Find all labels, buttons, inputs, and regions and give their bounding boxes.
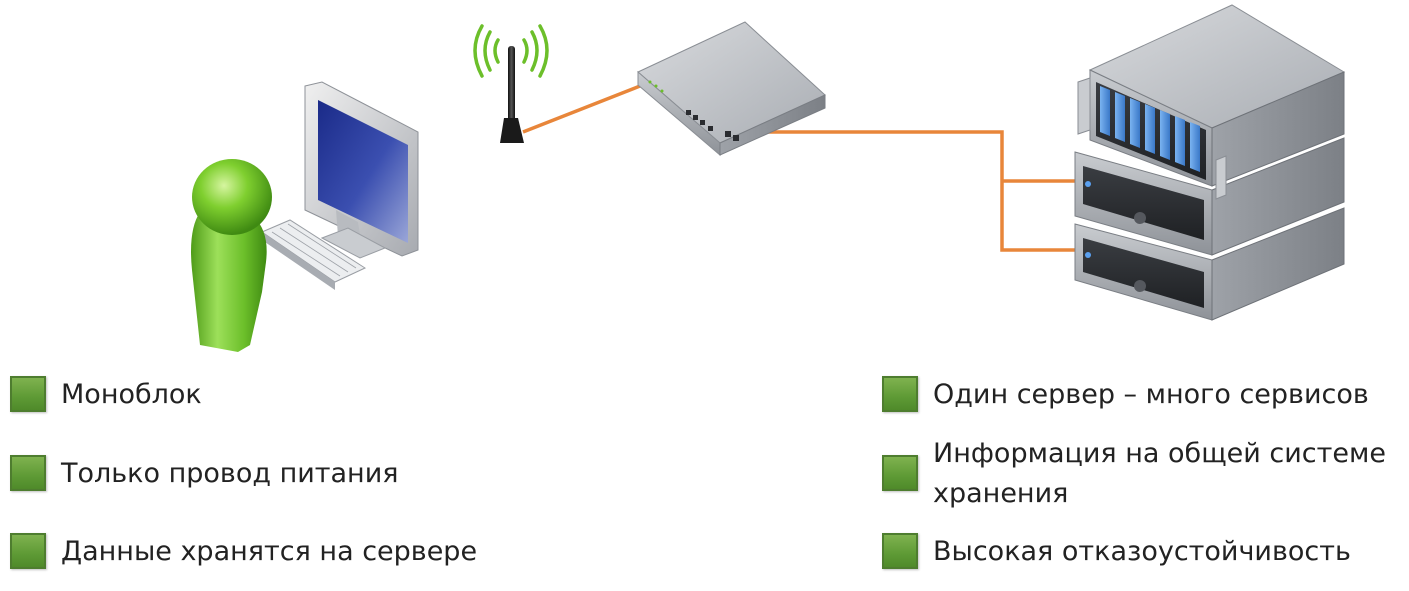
bullet-square-icon: [10, 533, 46, 569]
feature-label-line-1: Информация на общей системе: [933, 438, 1386, 469]
monitor-icon: [304, 81, 419, 259]
feature-label: Данные хранятся на сервере: [61, 536, 478, 567]
antenna-cable: [522, 84, 641, 134]
feature-label: Моноблок: [61, 379, 202, 410]
bullet-square-icon: [882, 533, 918, 569]
network-cables: [522, 84, 1075, 252]
keyboard-icon: [260, 219, 367, 290]
bullet-square-icon: [882, 455, 918, 491]
feature-label: Один сервер – много сервисов: [933, 379, 1369, 410]
wifi-antenna-icon: [473, 24, 549, 143]
rack-server-icon: [1074, 4, 1346, 321]
user-icon: [191, 159, 272, 352]
network-switch-icon: [637, 21, 826, 157]
bullet-square-icon: [10, 376, 46, 412]
bullet-square-icon: [10, 455, 46, 491]
switch-to-server-cable: [728, 130, 1075, 252]
bullet-square-icon: [882, 376, 918, 412]
feature-label: Только провод питания: [61, 458, 399, 489]
feature-label: Высокая отказоустойчивость: [933, 536, 1351, 567]
feature-label-line-2: хранения: [933, 478, 1069, 509]
